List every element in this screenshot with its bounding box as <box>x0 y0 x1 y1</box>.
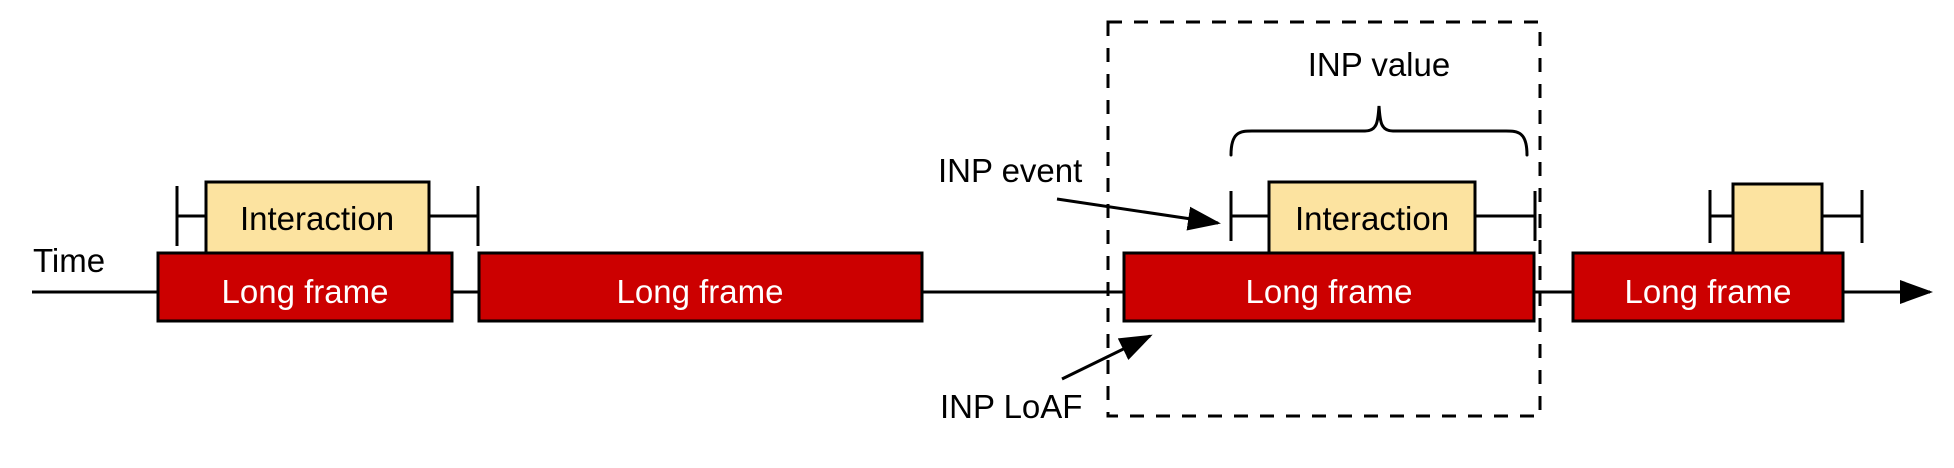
long-frame-3-label: Long frame <box>1246 273 1413 310</box>
long-frame-1: Long frame <box>156 251 454 323</box>
interaction-2-whiskers <box>1229 191 1537 241</box>
interaction-1-label: Interaction <box>240 200 394 237</box>
inp-event-label: INP event <box>938 152 1082 189</box>
long-frame-1-label: Long frame <box>222 273 389 310</box>
long-frame-4: Long frame <box>1571 251 1845 323</box>
long-frame-3: Long frame <box>1122 251 1536 323</box>
long-frame-2-label: Long frame <box>617 273 784 310</box>
inp-loaf-arrow <box>1061 334 1153 381</box>
interaction-2: Interaction <box>1267 180 1477 255</box>
interaction-1: Interaction <box>204 180 431 255</box>
interaction-3-whiskers <box>1708 190 1864 243</box>
long-frame-2: Long frame <box>477 251 924 323</box>
interaction-3 <box>1731 182 1824 255</box>
inp-event-arrow <box>1056 197 1221 231</box>
inp-loaf-label: INP LoAF <box>940 388 1082 425</box>
long-frame-4-label: Long frame <box>1625 273 1792 310</box>
interaction-2-label: Interaction <box>1295 200 1449 237</box>
inp-value-brace <box>1229 105 1529 157</box>
interaction-1-whiskers <box>175 186 480 246</box>
inp-highlight-dashed-box <box>1106 20 1542 418</box>
inp-value-label: INP value <box>1308 46 1450 83</box>
time-axis-label: Time <box>33 242 105 279</box>
